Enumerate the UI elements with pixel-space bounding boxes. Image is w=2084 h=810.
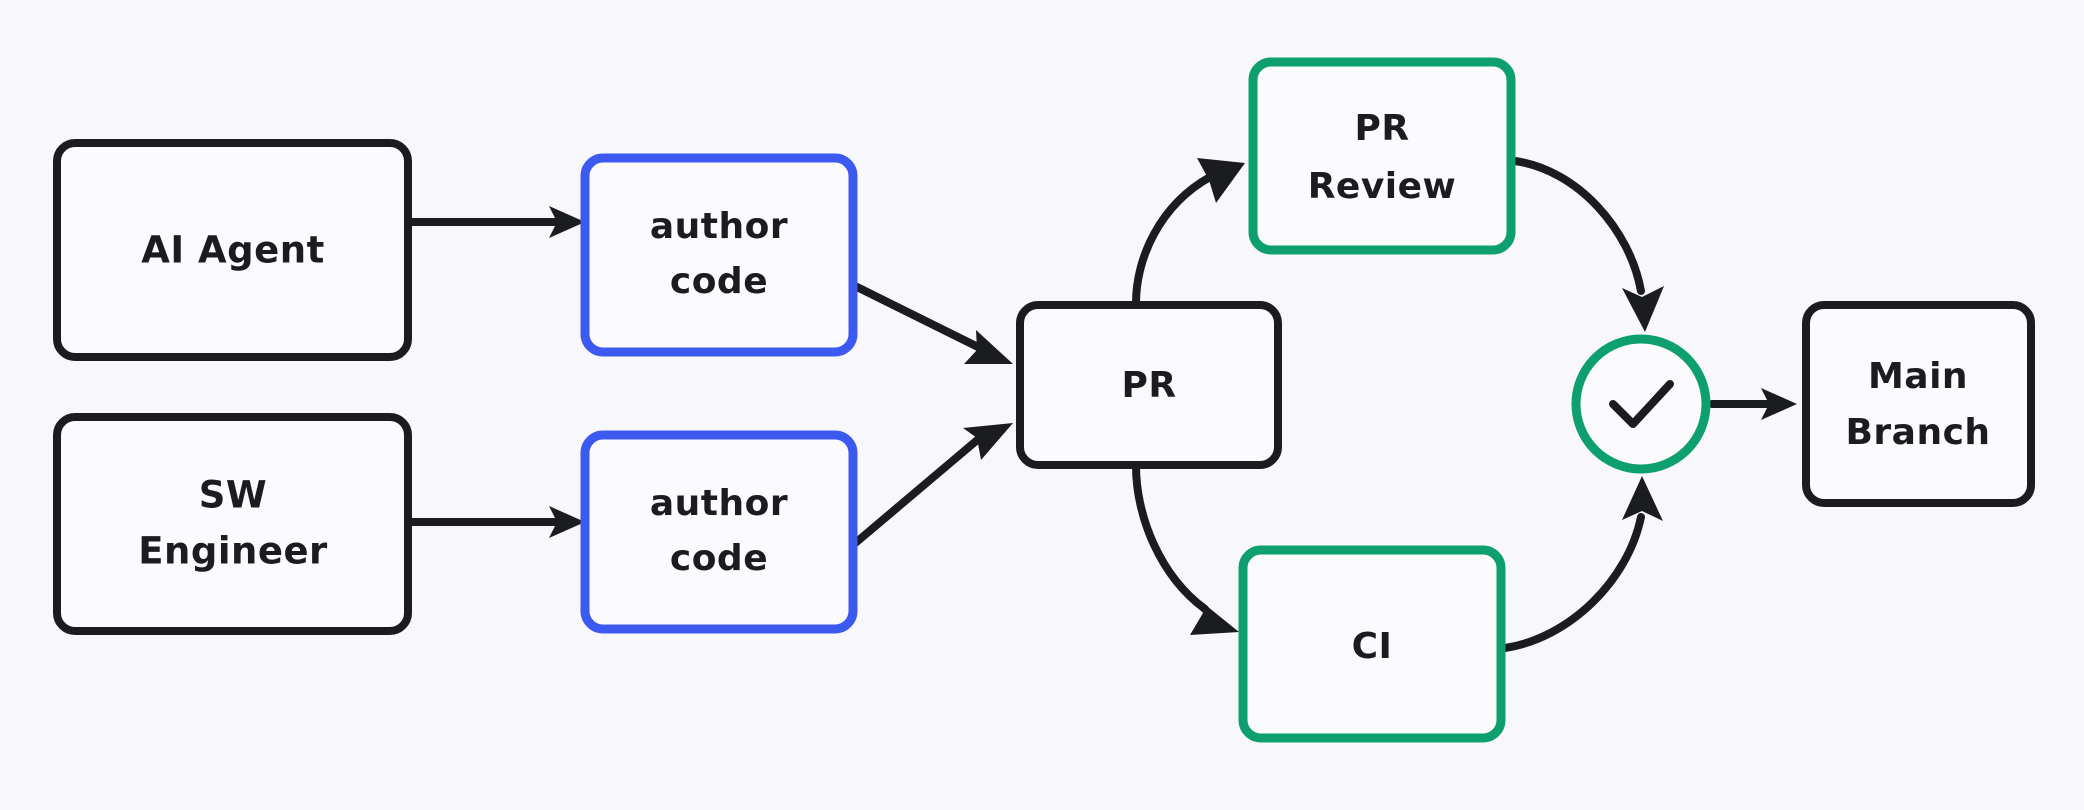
node-sw-engineer[interactable]: SW Engineer [53, 413, 412, 635]
sw-engineer-box[interactable] [53, 413, 412, 635]
author-code-top-label-line1: author [650, 206, 788, 247]
pr-review-box[interactable] [1248, 57, 1516, 255]
node-author-code-bottom[interactable]: author code [580, 430, 858, 634]
sw-engineer-label-line2: Engineer [138, 530, 328, 573]
node-ci[interactable]: CI [1238, 545, 1506, 743]
pr-label: PR [1121, 365, 1176, 406]
author-code-bottom-label-line2: code [670, 538, 768, 579]
author-code-top-label-line2: code [670, 261, 768, 302]
main-branch-label-line1: Main [1868, 356, 1968, 397]
author-code-top-box[interactable] [580, 153, 858, 357]
main-branch-label-line2: Branch [1845, 412, 1990, 453]
edge-pr-review-to-check [1511, 157, 1664, 332]
check-mark-icon [1609, 380, 1674, 428]
edge-sw-engineer-to-author-code-bottom [405, 506, 585, 538]
edge-pr-to-pr-review [1132, 158, 1245, 307]
ai-agent-box[interactable] [53, 139, 412, 361]
edge-author-code-top-to-pr [849, 281, 1013, 364]
edge-pr-to-ci [1132, 462, 1239, 635]
node-ai-agent[interactable]: AI Agent [53, 139, 412, 361]
pr-review-label-line2: Review [1308, 166, 1457, 207]
ci-label: CI [1352, 626, 1393, 667]
sw-engineer-label-line1: SW [199, 474, 267, 517]
ai-agent-label: AI Agent [141, 229, 325, 272]
check-circle[interactable] [1571, 334, 1711, 474]
edge-author-code-bottom-to-pr [849, 423, 1013, 549]
node-pr[interactable]: PR [1016, 301, 1282, 469]
node-check[interactable] [1571, 334, 1711, 474]
node-main-branch[interactable]: Main Branch [1802, 301, 2035, 507]
pr-box[interactable] [1016, 301, 1282, 469]
author-code-bottom-label-line1: author [650, 483, 788, 524]
edge-ai-agent-to-author-code-top [405, 206, 585, 238]
edge-check-to-main-branch [1708, 388, 1797, 420]
ci-box[interactable] [1238, 545, 1506, 743]
pr-review-label-line1: PR [1354, 108, 1409, 149]
node-author-code-top[interactable]: author code [580, 153, 858, 357]
main-branch-box[interactable] [1802, 301, 2035, 507]
node-pr-review[interactable]: PR Review [1248, 57, 1516, 255]
author-code-bottom-box[interactable] [580, 430, 858, 634]
edge-ci-to-check [1501, 476, 1663, 652]
